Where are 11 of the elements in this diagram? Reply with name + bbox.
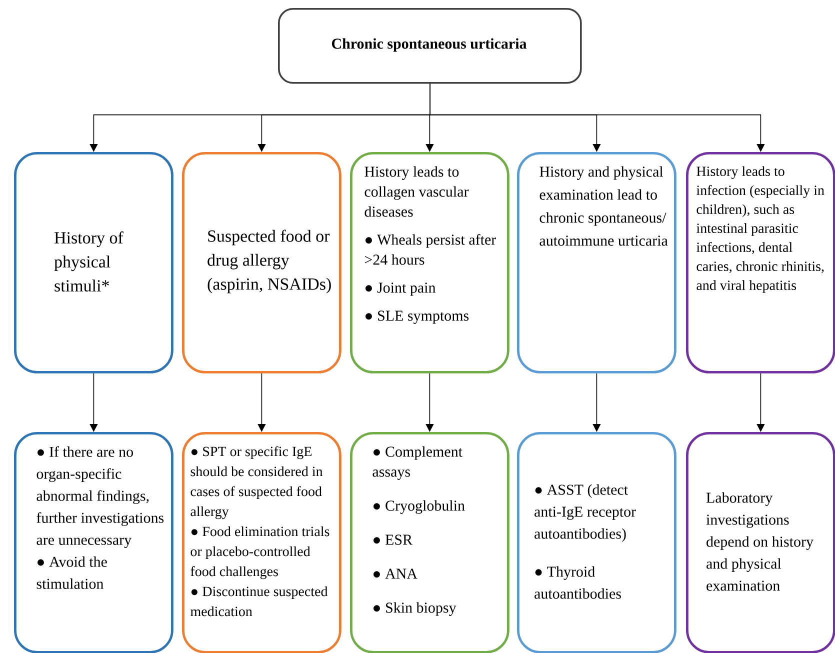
process-box: History and physical examination lead to chronic spontaneous/ autoimmune urticaria bbox=[517, 152, 676, 374]
process-box: ● SPT or specific IgE should be considered in cases of suspected food allergy ● Food elimination trials or placebo-controlled food challenges ● Discontinue suspected medication bbox=[182, 432, 342, 653]
process-box: Laboratory investigations depend on history and physical examination bbox=[686, 432, 835, 653]
process-box: ● If there are no organ-specific abnormal findings, further investigations are unnecessary ● Avoid the stimulation bbox=[14, 432, 174, 653]
process-box: History of physical stimuli* bbox=[14, 152, 174, 374]
process-box: History leads to collagen vascular diseases ● Wheals persist after >24 hours ● Joint pain ● SLE symptoms bbox=[350, 152, 510, 374]
process-box: ● Complement assays ● Cryoglobulin ● ESR ● ANA ● Skin biopsy bbox=[350, 432, 510, 653]
title-box: Chronic spontaneous urticaria bbox=[278, 8, 582, 84]
process-box: ● ASST (detect anti-IgE receptor autoantibodies) ● Thyroid autoantibodies bbox=[517, 432, 676, 653]
process-box: History leads to infection (especially in children), such as intestinal parasitic infections, dental caries, chronic rhinitis, and viral hepatitis bbox=[686, 152, 835, 374]
process-box: Suspected food or drug allergy (aspirin, NSAIDs) bbox=[182, 152, 342, 374]
